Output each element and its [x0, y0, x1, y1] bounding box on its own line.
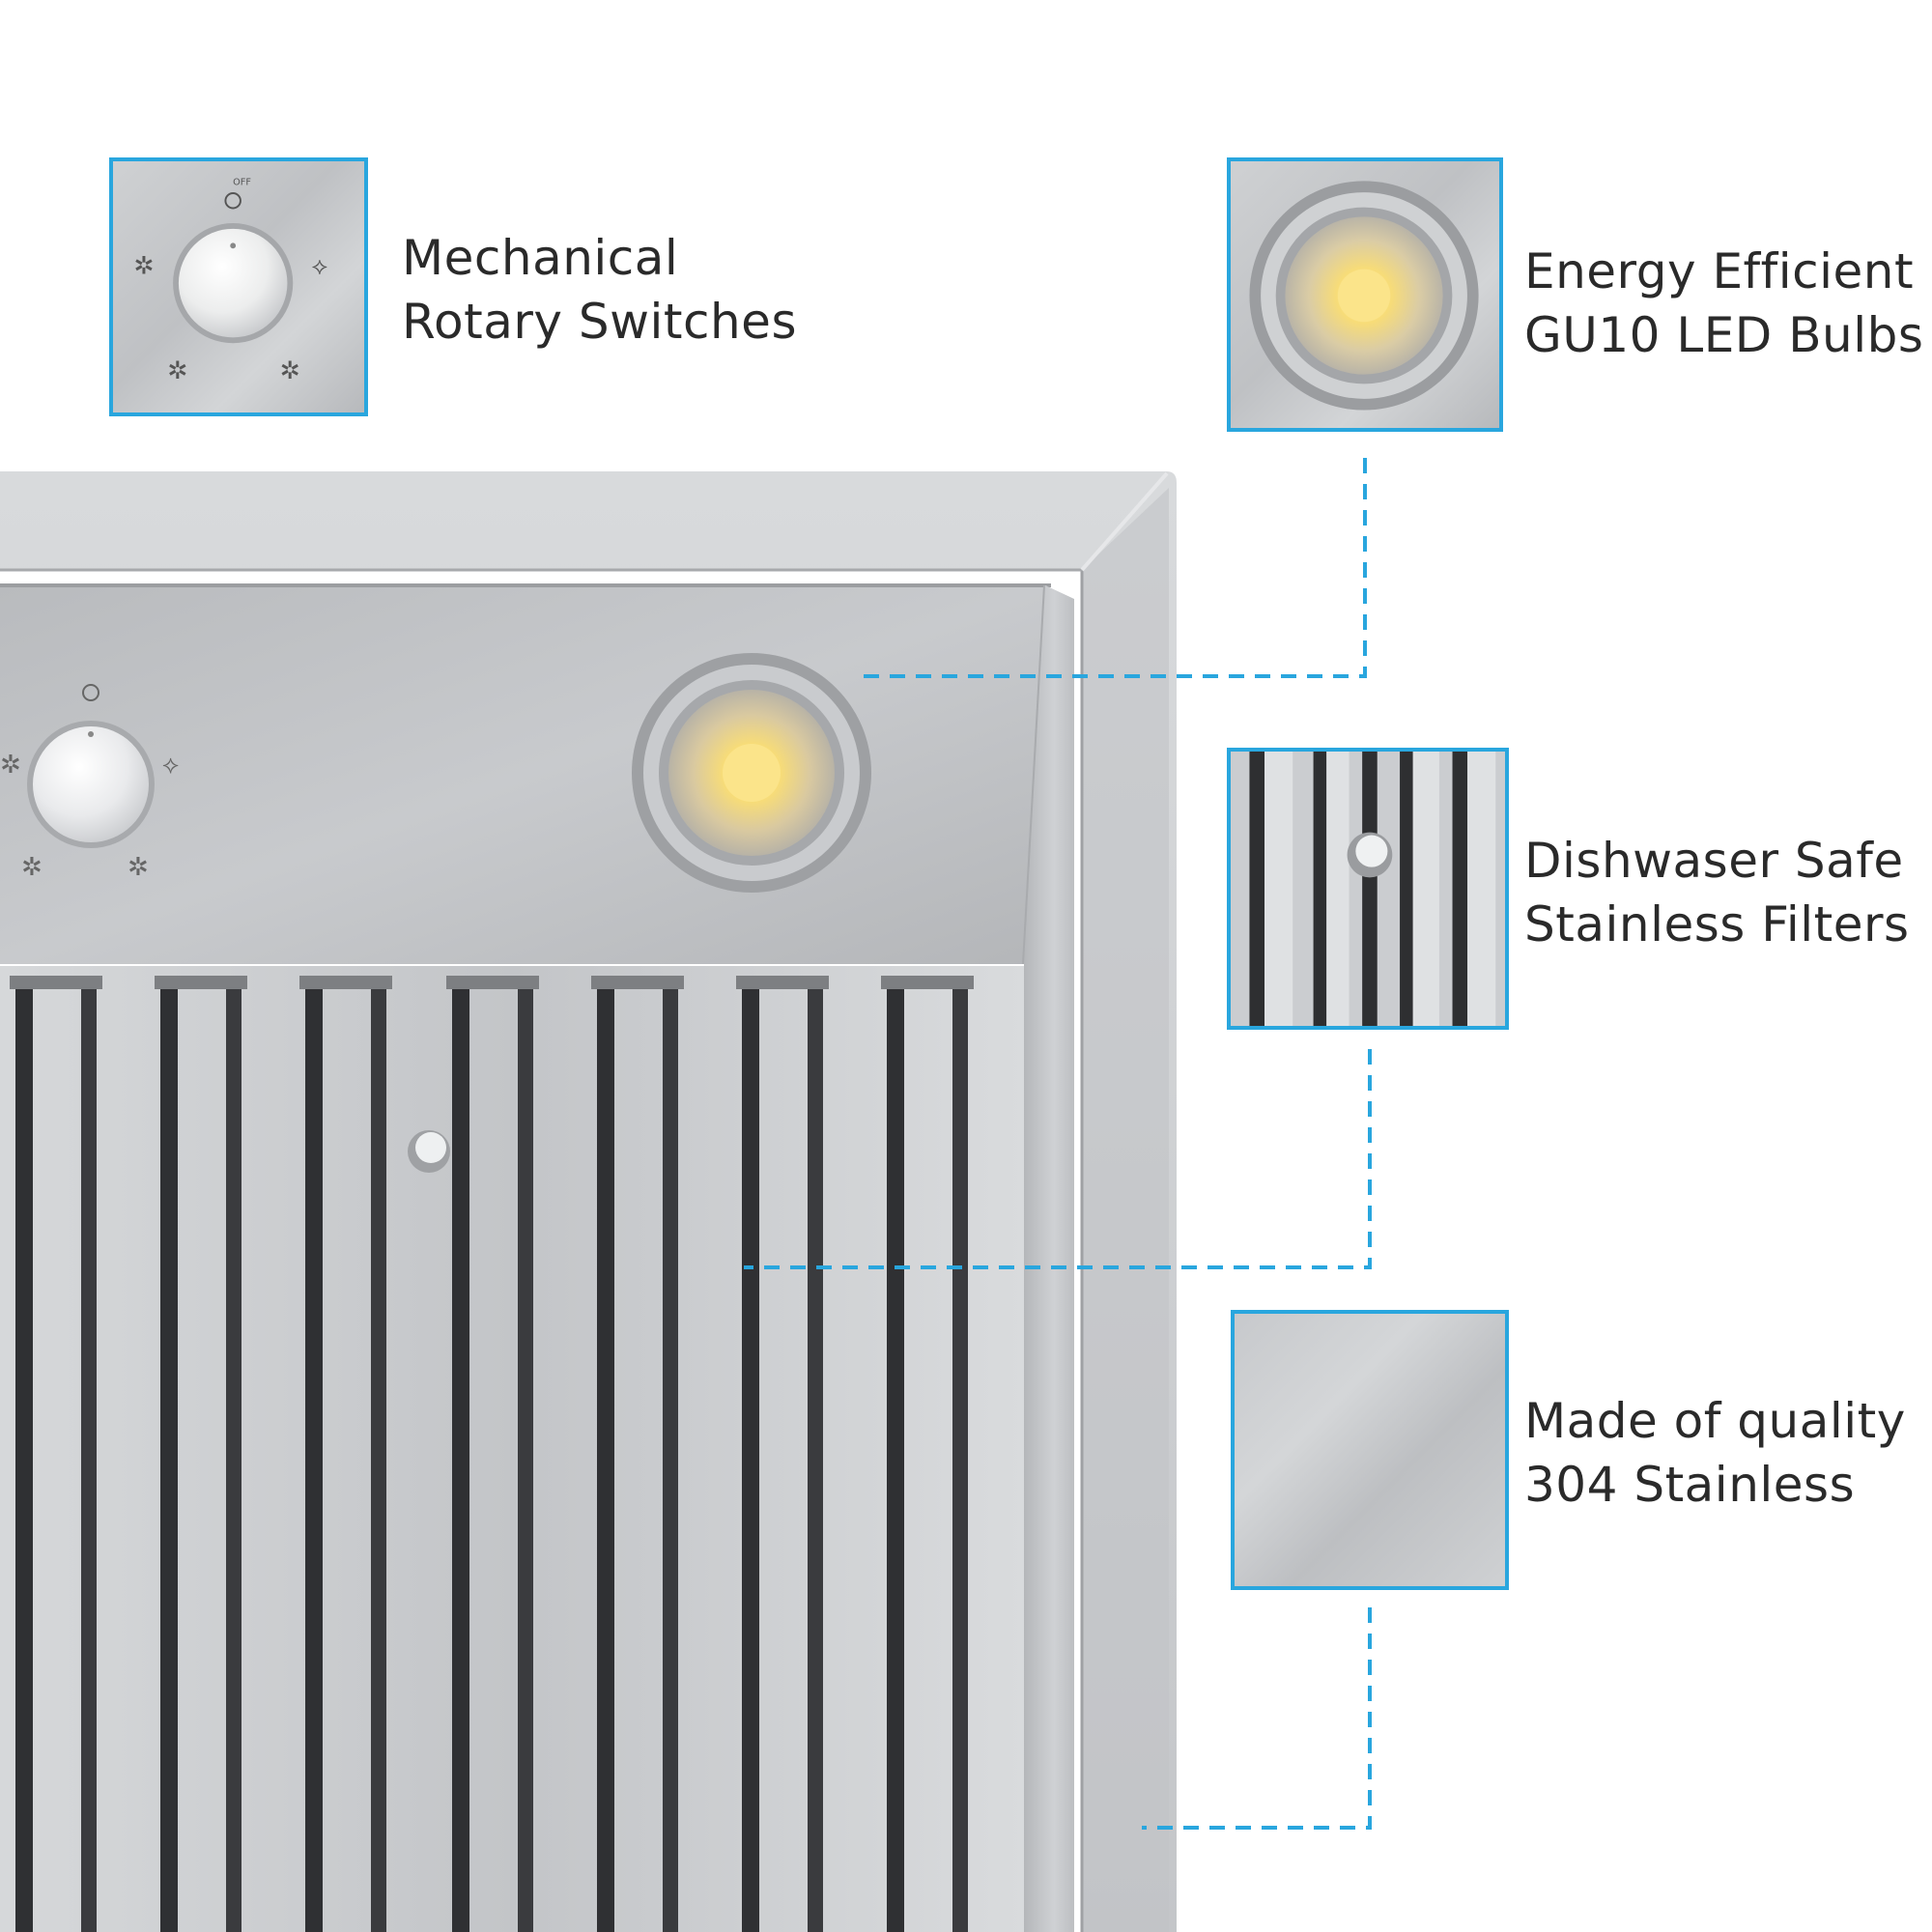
filter-slat-shadow — [81, 983, 97, 1932]
feature-tile-material — [1231, 1310, 1509, 1590]
stainless-swatch-icon — [1235, 1314, 1505, 1586]
filter-slat-cap — [446, 976, 539, 989]
filter-slat-shadow — [160, 983, 178, 1932]
feature-tile-filters — [1227, 748, 1509, 1030]
filter-slat-shadow — [226, 983, 242, 1932]
svg-text:✲: ✲ — [21, 853, 43, 882]
filter-slat-cap — [299, 976, 392, 989]
filter-slat-shadow — [887, 983, 904, 1932]
svg-text:⟡: ⟡ — [162, 751, 179, 780]
filter-slat-cap — [591, 976, 684, 989]
feature-tile-bulbs — [1227, 157, 1503, 432]
feature-label-switches: Mechanical Rotary Switches — [402, 230, 797, 350]
feature-tile-switches: OFF ✲ ⟡ ✲ ✲ — [109, 157, 368, 416]
filter-slat-shadow — [742, 983, 759, 1932]
filter-slat-cap — [10, 976, 102, 989]
svg-text:✲: ✲ — [133, 251, 154, 279]
filter-slat-shadow — [305, 983, 323, 1932]
filter-slat-shadow — [663, 983, 678, 1932]
filter-slat-shadow — [952, 983, 968, 1932]
filter-slat-cap — [881, 976, 974, 989]
feature-label-material: Made of quality 304 Stainless — [1524, 1393, 1906, 1513]
svg-text:✲: ✲ — [280, 356, 300, 384]
filter-slat-shadow — [808, 983, 823, 1932]
baffle-filter-icon — [1231, 752, 1505, 1026]
filter-slat-cap — [736, 976, 829, 989]
svg-text:OFF: OFF — [233, 177, 251, 187]
svg-text:⟡: ⟡ — [312, 251, 328, 279]
filter-slat-shadow — [452, 983, 469, 1932]
filter-slat-cap — [155, 976, 247, 989]
filter-slat-shadow — [15, 983, 33, 1932]
filter-slat-shadow — [518, 983, 533, 1932]
rotary-knob-icon: OFF ✲ ⟡ ✲ ✲ — [133, 177, 328, 384]
svg-text:✲: ✲ — [0, 751, 21, 780]
filter-slat-shadow — [597, 983, 614, 1932]
svg-text:✲: ✲ — [128, 853, 149, 882]
led-bulb-icon — [1249, 181, 1479, 411]
filter-slat-shadow — [371, 983, 386, 1932]
feature-label-filters: Dishwaser Safe Stainless Filters — [1524, 833, 1910, 952]
feature-label-bulbs: Energy Efficient GU10 LED Bulbs — [1524, 243, 1924, 363]
svg-text:✲: ✲ — [167, 356, 187, 384]
